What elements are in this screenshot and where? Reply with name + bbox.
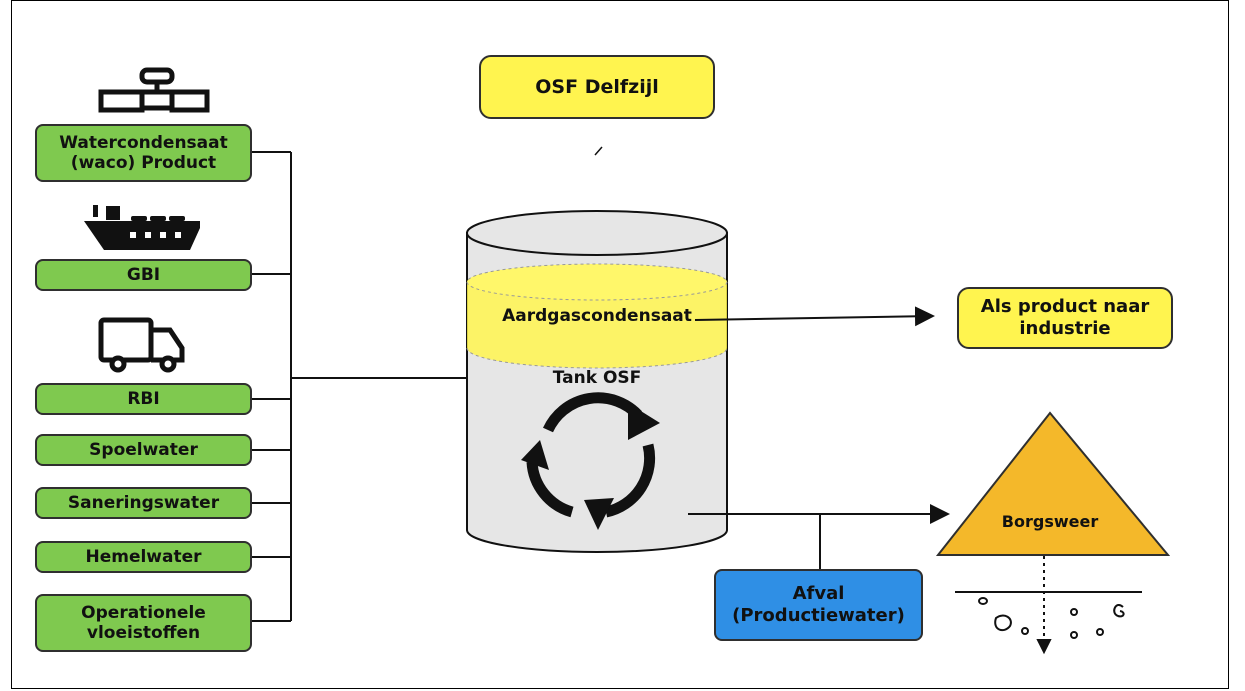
truck-icon <box>98 317 185 373</box>
input-watercondensaat: Watercondensaat (waco) Product <box>35 124 252 182</box>
product-arrow <box>694 306 935 327</box>
pipeline-icon <box>98 67 210 113</box>
recycle-arrowheads <box>521 403 660 530</box>
title-box: OSF Delfzijl <box>479 55 715 119</box>
borgsweer-label: Borgsweer <box>1001 512 1099 531</box>
waste-output-box: Afval (Productiewater) <box>714 569 923 641</box>
ship-icon <box>84 205 200 250</box>
page-title: OSF Delfzijl <box>535 75 659 98</box>
borgsweer-triangle <box>935 411 1171 556</box>
input-operationele-vloeistoffen: Operationele vloeistoffen <box>35 594 252 652</box>
tank-layer-label: Aardgascondensaat <box>502 306 692 326</box>
input-label: Watercondensaat (waco) Product <box>59 132 228 173</box>
input-label: GBI <box>126 264 161 285</box>
input-hemelwater: Hemelwater <box>35 541 252 573</box>
stray-mark <box>594 146 603 156</box>
product-output-label: Als product naar industrie <box>980 296 1150 339</box>
soil-icon <box>955 556 1142 655</box>
tank-label: Tank OSF <box>552 368 642 388</box>
input-label: RBI <box>127 388 160 409</box>
input-spoelwater: Spoelwater <box>35 434 252 466</box>
input-rbi: RBI <box>35 383 252 415</box>
product-output-box: Als product naar industrie <box>957 287 1173 349</box>
input-connectors <box>252 151 493 622</box>
waste-connectors <box>688 504 950 570</box>
recycle-icon <box>526 392 656 518</box>
input-label: Hemelwater <box>85 546 202 567</box>
input-label: Saneringswater <box>67 492 220 513</box>
input-label: Spoelwater <box>89 439 198 460</box>
input-saneringswater: Saneringswater <box>35 487 252 519</box>
input-gbi: GBI <box>35 259 252 291</box>
waste-output-label: Afval (Productiewater) <box>732 583 905 626</box>
input-label: Operationele vloeistoffen <box>81 602 206 643</box>
